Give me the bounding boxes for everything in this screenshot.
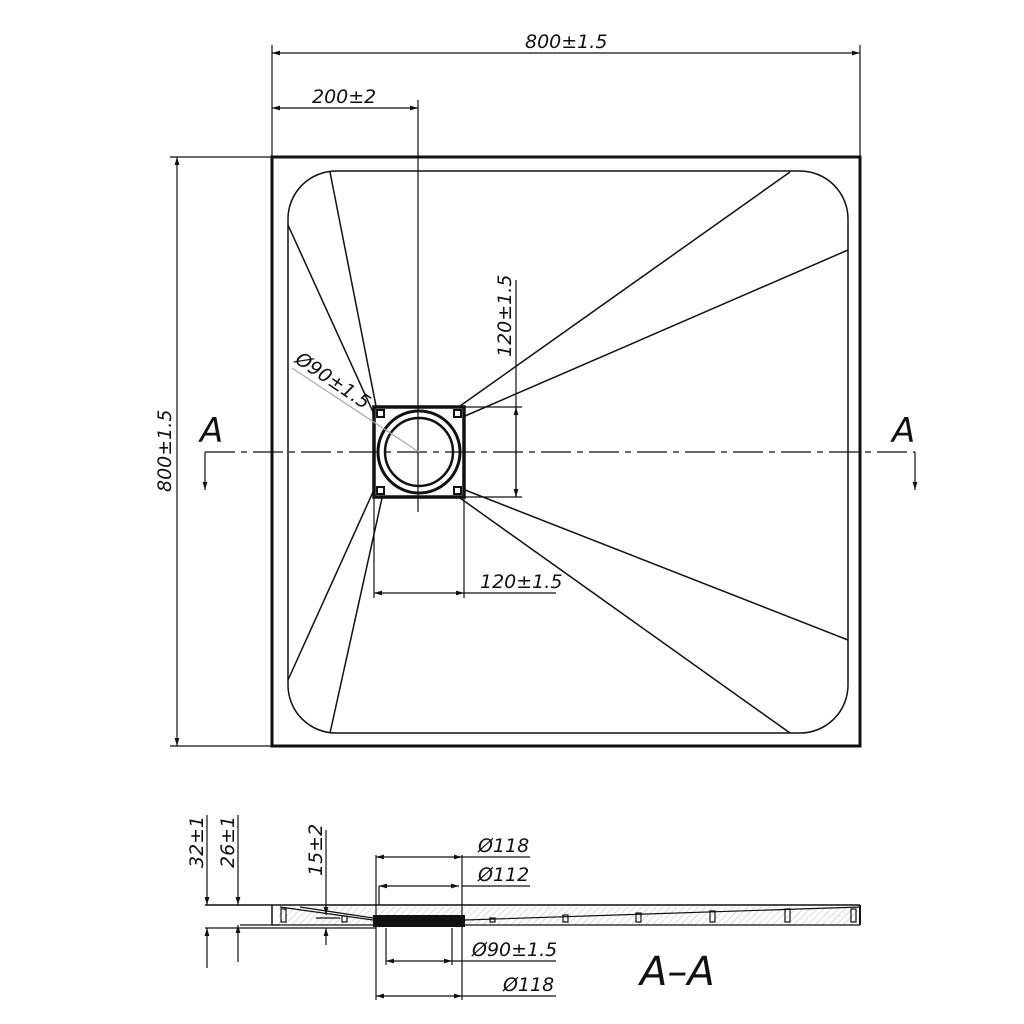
section-mark-left: A [198, 411, 223, 451]
slope-lines [287, 171, 849, 734]
height-dimension: 800±1.5 [154, 410, 176, 492]
bottom-diameter-118: Ø118 [502, 974, 554, 996]
drain-depth-dimension: 15±2 [305, 824, 327, 876]
drain-width-dimension: 120±1.5 [480, 571, 562, 593]
bottom-diameter-90: Ø90±1.5 [471, 939, 557, 961]
width-dimension: 800±1.5 [525, 31, 607, 53]
total-height-dimension: 32±1 [186, 816, 208, 868]
drain-offset-dimension: 200±2 [312, 86, 376, 108]
dimension-lines [170, 45, 861, 747]
drain-height-dimension: 120±1.5 [494, 275, 516, 357]
top-diameter-118: Ø118 [477, 835, 529, 857]
plan-view [170, 45, 918, 748]
drain-diameter-dimension: Ø90±1.5 [290, 347, 374, 413]
body-height-dimension: 26±1 [217, 816, 239, 868]
section-title: A–A [637, 949, 715, 995]
top-diameter-112: Ø112 [477, 864, 529, 886]
section-view [204, 815, 861, 1000]
section-mark-right: A [890, 411, 915, 451]
